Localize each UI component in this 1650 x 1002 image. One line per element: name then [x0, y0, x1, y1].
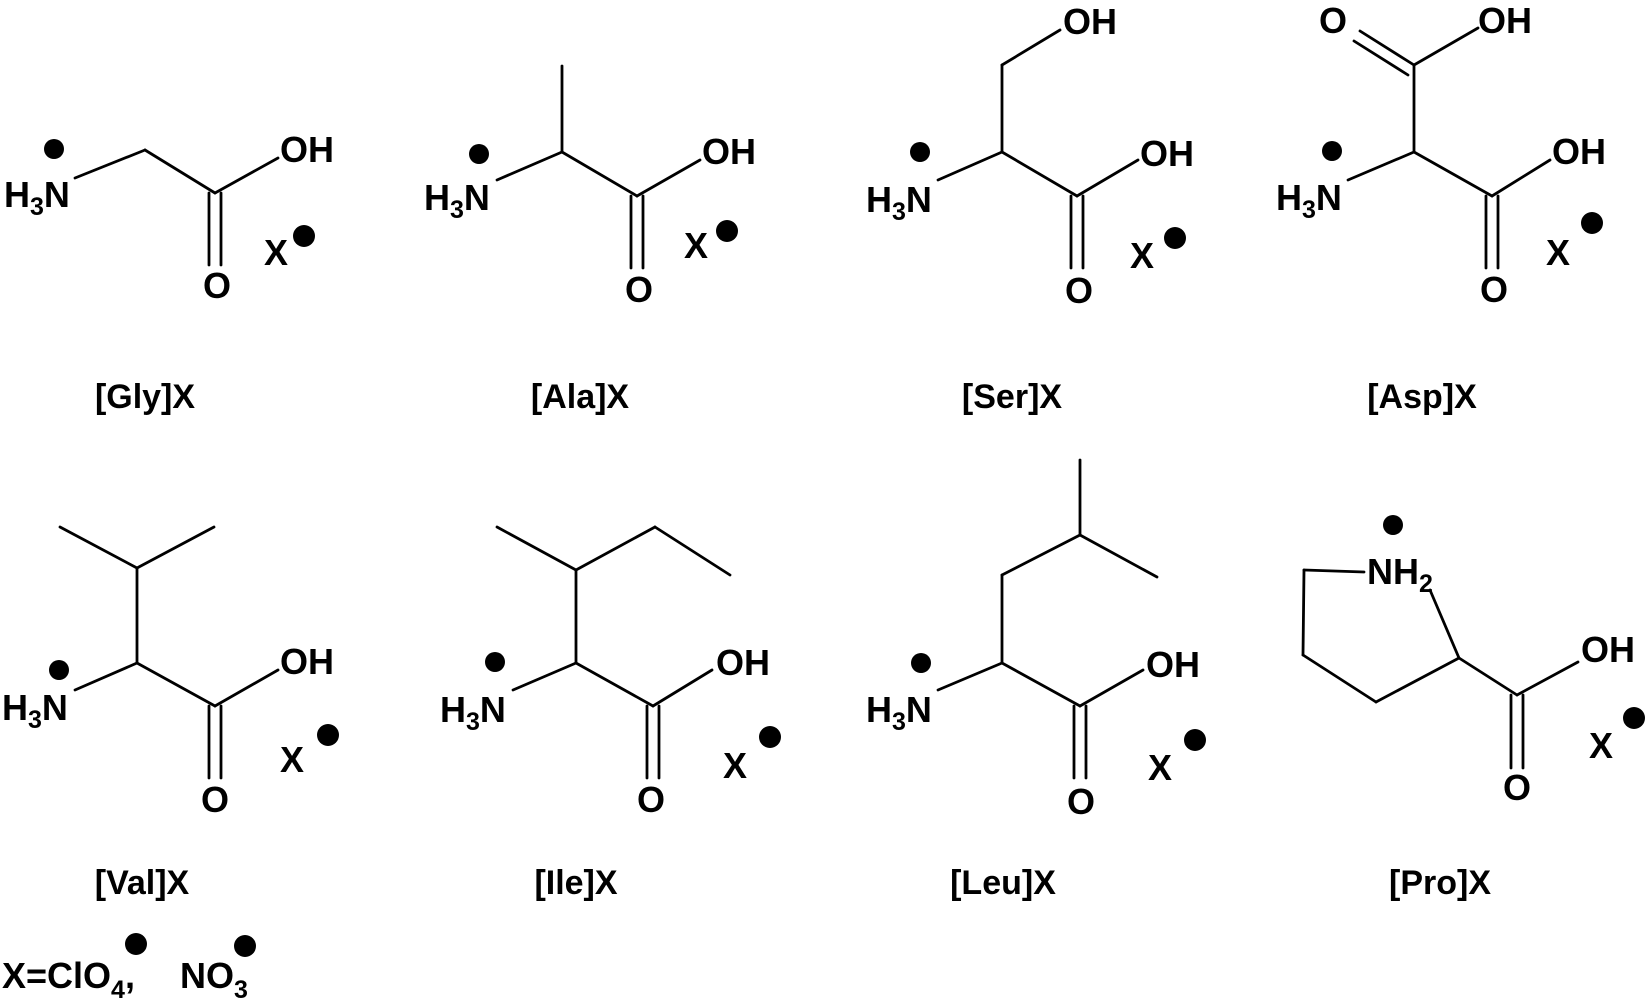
negative-charge-icon — [234, 935, 256, 957]
label-ile: [Ile]X — [534, 864, 617, 902]
hydroxyl-label: OH — [280, 129, 334, 170]
carbonyl-oxygen-label: O — [625, 269, 653, 310]
carbonyl-oxygen-label: O — [1480, 269, 1508, 310]
hydroxyl-label: OH — [702, 131, 756, 172]
hydroxyl-label: OH — [280, 641, 334, 682]
molecule-ala: H3N OH O X [Ala]X — [424, 64, 756, 416]
negative-charge-icon — [716, 220, 738, 242]
hydroxyl-label: OH — [1581, 629, 1635, 670]
positive-charge-icon — [910, 142, 930, 162]
label-asp: [Asp]X — [1367, 378, 1477, 416]
molecule-gly: H3N OH O X [Gly]X — [4, 129, 334, 416]
negative-charge-icon — [125, 933, 147, 955]
positive-charge-icon — [44, 139, 64, 159]
counter-anion-label: X — [1148, 747, 1172, 788]
molecule-leu: H3N OH O X [Leu]X — [866, 458, 1206, 902]
svg-text:NO3: NO3 — [180, 955, 248, 1002]
carbonyl-oxygen-label: O — [201, 779, 229, 820]
carbonyl-oxygen-label: O — [1503, 767, 1531, 808]
negative-charge-icon — [759, 726, 781, 748]
svg-text:H3N: H3N — [424, 177, 490, 224]
label-ser: [Ser]X — [962, 378, 1062, 416]
hydroxyl-side-chain-label: OH — [1063, 1, 1117, 42]
side-chain-hydroxyl-label: OH — [1478, 0, 1532, 41]
svg-text:H3N: H3N — [2, 687, 68, 734]
positive-charge-icon — [469, 144, 489, 164]
svg-text:H3N: H3N — [440, 689, 506, 736]
counter-anion-label: X — [1589, 725, 1613, 766]
label-ala: [Ala]X — [531, 378, 630, 416]
counter-anion-label: X — [280, 739, 304, 780]
counter-anion-label: X — [723, 745, 747, 786]
negative-charge-icon — [1581, 212, 1603, 234]
svg-text:X=ClO4,: X=ClO4, — [2, 955, 135, 1002]
negative-charge-icon — [1164, 227, 1186, 249]
anion-legend: X=ClO4, NO3 — [2, 933, 256, 1002]
molecule-ser: OH H3N OH O X [Ser]X — [866, 1, 1194, 416]
positive-charge-icon — [485, 652, 505, 672]
hydroxyl-label: OH — [716, 642, 770, 683]
carbonyl-oxygen-label: O — [1065, 270, 1093, 311]
carbonyl-oxygen-label: O — [637, 779, 665, 820]
counter-anion-label: X — [684, 225, 708, 266]
counter-anion-label: X — [1130, 235, 1154, 276]
positive-charge-icon — [911, 653, 931, 673]
negative-charge-icon — [317, 724, 339, 746]
svg-text:H3N: H3N — [866, 689, 932, 736]
svg-text:NH2: NH2 — [1367, 551, 1433, 598]
molecule-asp: O OH H3N OH O X [Asp]X — [1276, 0, 1606, 416]
label-pro: [Pro]X — [1389, 864, 1491, 902]
positive-charge-icon — [1383, 515, 1403, 535]
svg-text:H3N: H3N — [866, 179, 932, 226]
hydroxyl-label: OH — [1146, 644, 1200, 685]
label-leu: [Leu]X — [950, 864, 1056, 902]
label-val: [Val]X — [95, 864, 190, 902]
positive-charge-icon — [1322, 141, 1342, 161]
molecule-pro: NH2 OH O X [Pro]X — [1301, 515, 1645, 902]
positive-charge-icon — [49, 660, 69, 680]
carbonyl-oxygen-label: O — [203, 265, 231, 306]
hydroxyl-label: OH — [1552, 131, 1606, 172]
negative-charge-icon — [1184, 729, 1206, 751]
side-chain-carbonyl-oxygen-label: O — [1319, 0, 1347, 41]
svg-text:H3N: H3N — [4, 174, 70, 221]
counter-anion-label: X — [264, 232, 288, 273]
hydroxyl-label: OH — [1140, 133, 1194, 174]
negative-charge-icon — [1623, 707, 1645, 729]
carbonyl-oxygen-label: O — [1067, 781, 1095, 822]
molecule-val: H3N OH O X [Val]X — [2, 525, 339, 902]
svg-text:H3N: H3N — [1276, 177, 1342, 224]
label-gly: [Gly]X — [95, 378, 195, 416]
negative-charge-icon — [293, 225, 315, 247]
counter-anion-label: X — [1546, 232, 1570, 273]
molecule-ile: H3N OH O X [Ile]X — [440, 525, 781, 902]
